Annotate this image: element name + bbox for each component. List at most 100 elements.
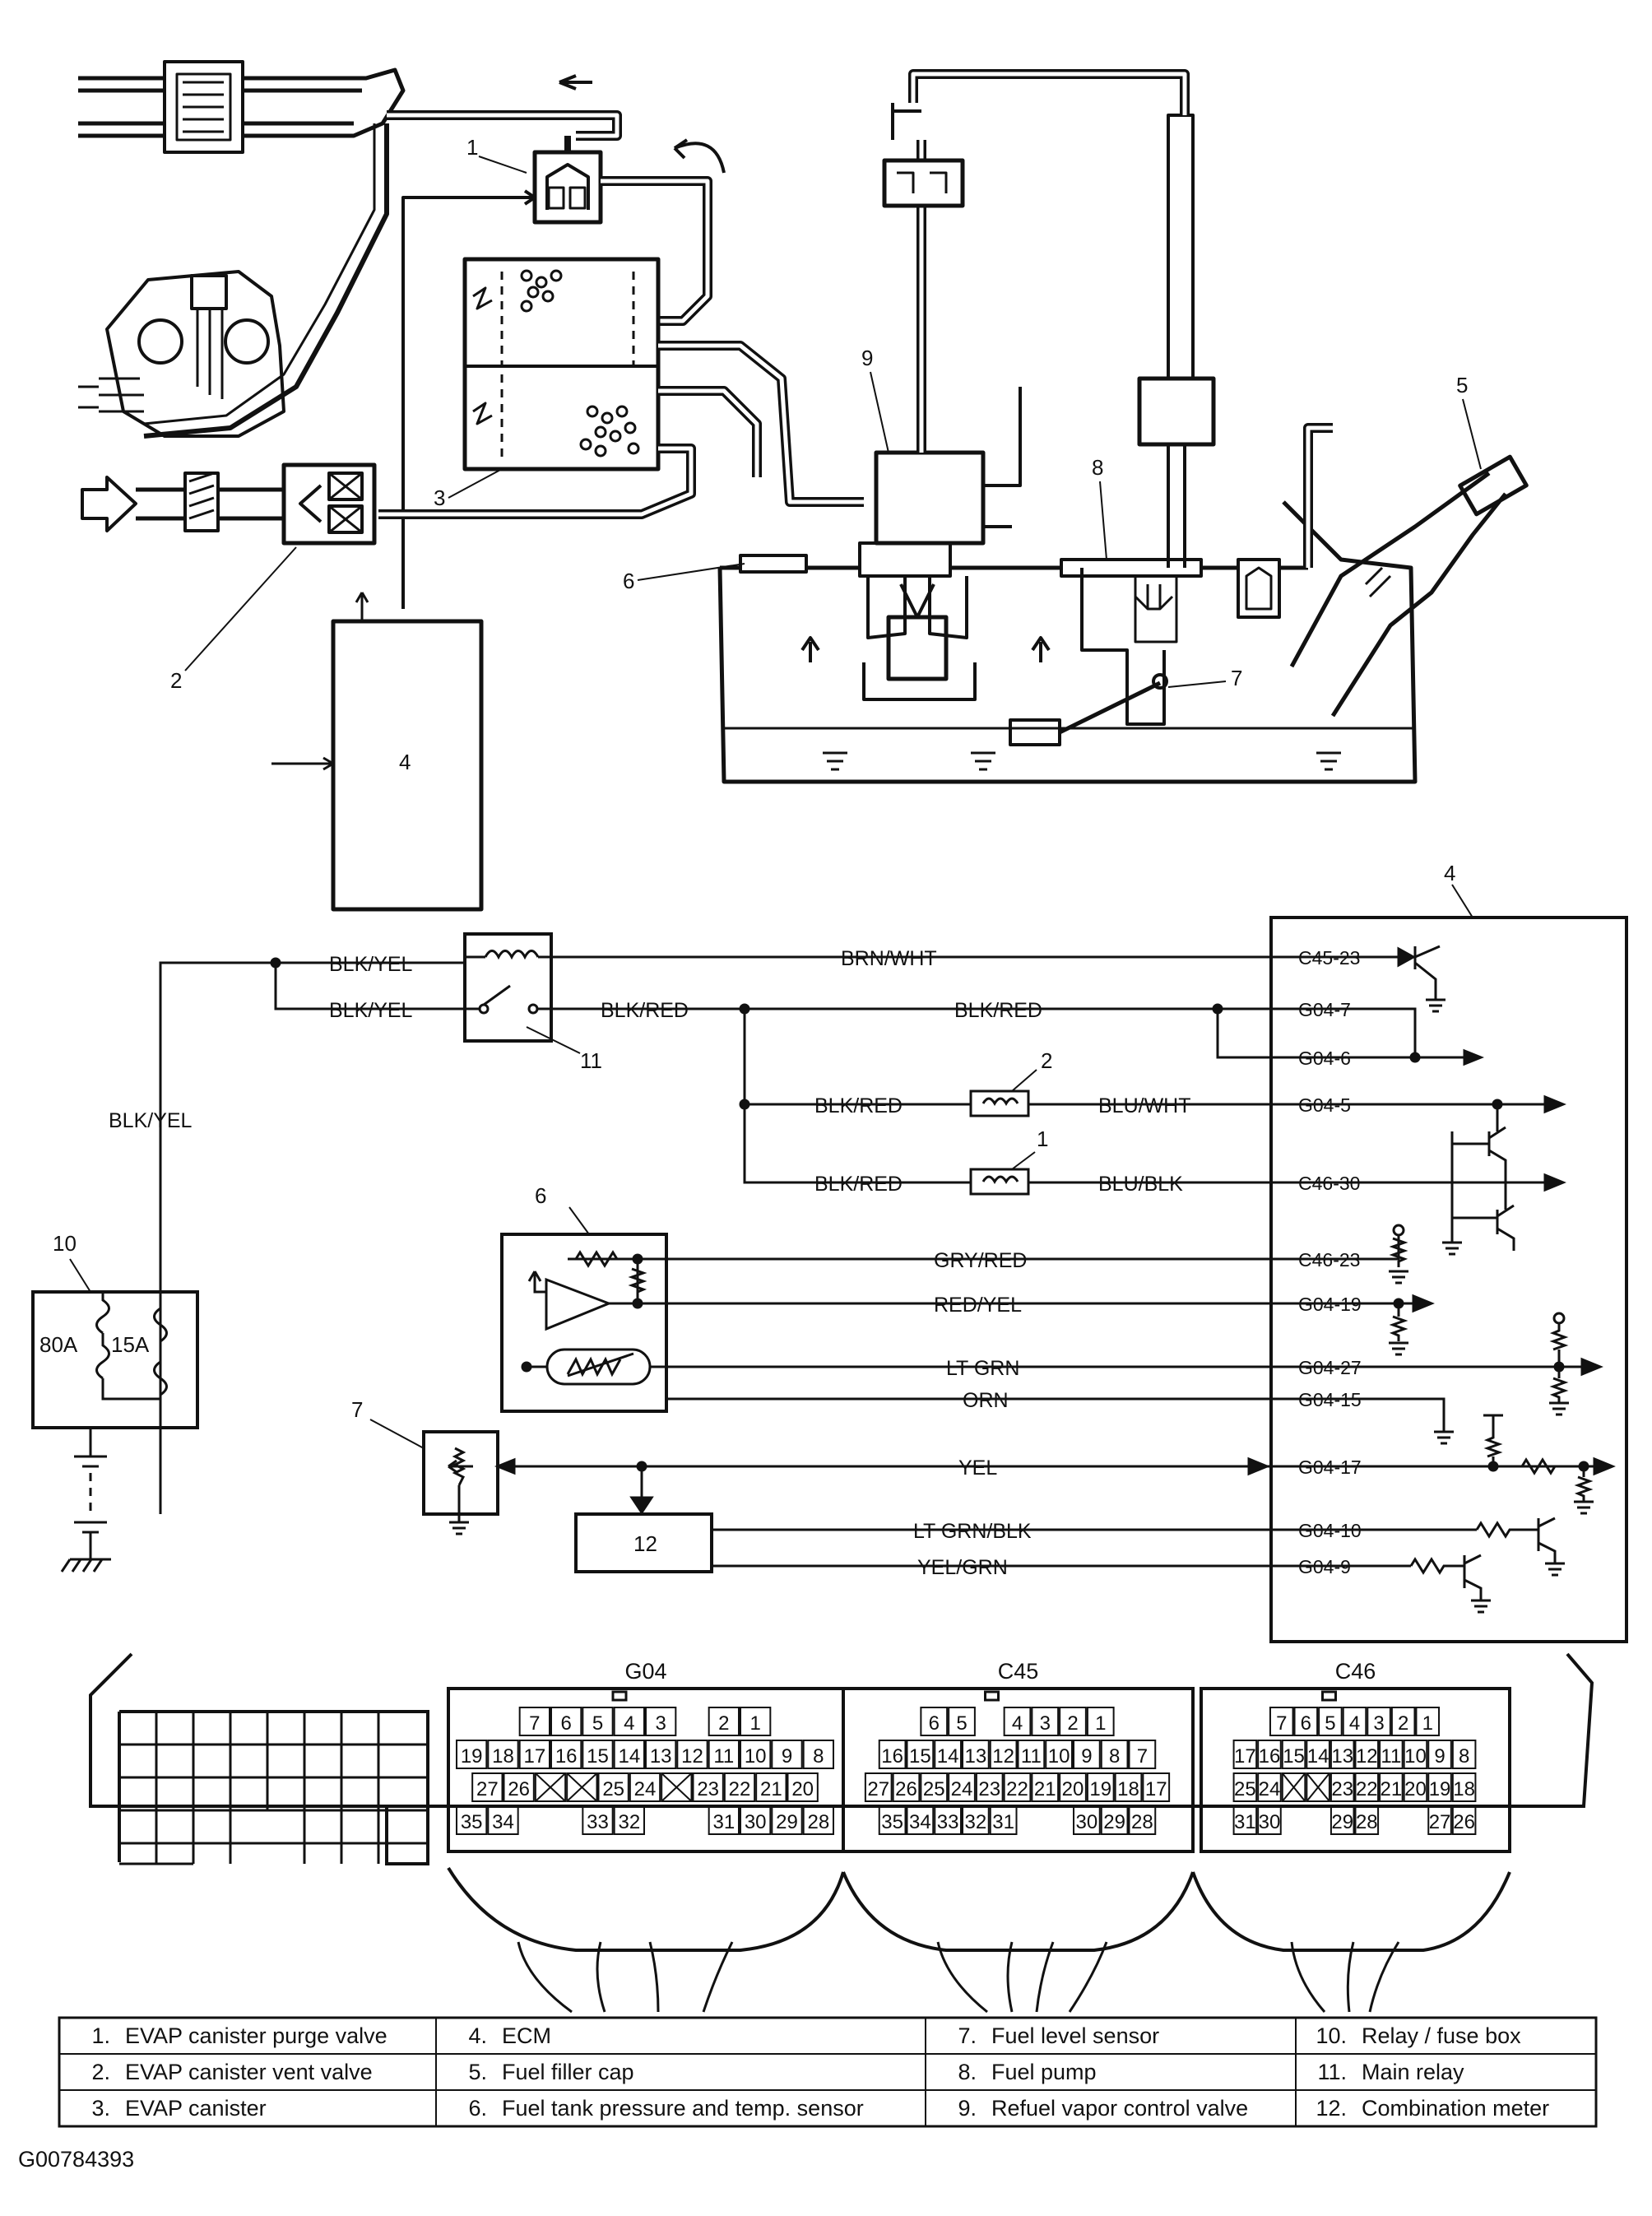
connector-pin: 15 [1281,1740,1306,1769]
svg-text:15: 15 [1283,1745,1305,1768]
connector-pin: 26 [892,1772,921,1802]
connector-pin: 20 [787,1772,819,1802]
legend-item: 1.EVAP canister purge valve [91,2023,387,2048]
connector-pin: 12 [989,1740,1018,1769]
connector-pin: 5 [582,1707,614,1736]
connector-pin: 12 [1354,1740,1380,1769]
legend-item: 7.Fuel level sensor [958,2023,1159,2048]
pin-g04-6: G04-6 [1298,1048,1351,1069]
legend-item: 8. Fuel pump [958,2060,1096,2084]
svg-text:19: 19 [1429,1778,1451,1800]
connector-pin: 3 [645,1707,677,1736]
connector-pin: 16 [550,1740,582,1769]
connector-pin: 14 [1306,1740,1330,1769]
vent-valve-symbol [969,1168,1030,1196]
connector-pin: 9 [1073,1740,1101,1769]
connector-pin: 30 [1257,1805,1282,1835]
connector-pin: 21 [1379,1772,1404,1802]
svg-text:7.: 7. [958,2023,977,2048]
legend-item: 9.Refuel vapor control valve [958,2096,1248,2121]
connector-pin: 19 [1427,1772,1452,1802]
svg-text:28: 28 [1356,1811,1378,1833]
purge-valve-symbol [969,1089,1030,1117]
connector-pin: 23 [692,1772,724,1802]
svg-text:EVAP canister: EVAP canister [125,2096,267,2121]
connector-pin: 3 [1367,1707,1391,1736]
wire-label-blu-wht: BLU/WHT [1098,1094,1191,1117]
connector-pin: 11 [1379,1740,1404,1769]
svg-text:21: 21 [1034,1778,1056,1800]
svg-text:12: 12 [1356,1745,1378,1768]
connector-pin: 35 [878,1805,907,1835]
wire-label-yel: YEL [958,1456,997,1480]
connector-pin: 10 [740,1740,772,1769]
svg-text:1.: 1. [91,2023,110,2048]
callout-ecm: 4 [1444,861,1455,885]
connector-pin: 27 [1427,1805,1452,1835]
svg-text:24: 24 [634,1778,657,1800]
wire-label-blk-red-2: BLK/RED [954,999,1042,1022]
wire-label-yel-grn: YEL/GRN [917,1556,1008,1579]
connector-pin: 13 [1329,1740,1355,1769]
pin-g04-27: G04-27 [1298,1357,1362,1378]
pin-g04-19: G04-19 [1298,1294,1362,1315]
connector-pin: 31 [989,1805,1018,1835]
wire-label-blk-yel-left: BLK/YEL [109,1109,193,1132]
svg-text:6: 6 [929,1712,940,1735]
connector-pin: 20 [1059,1772,1087,1802]
connector-pin: 16 [1257,1740,1282,1769]
svg-text:25: 25 [1234,1778,1256,1800]
connector-pin: 2 [1390,1707,1416,1736]
svg-text:Fuel pump: Fuel pump [991,2060,1097,2084]
connector-pin: 4 [613,1707,646,1736]
legend-item: 6.Fuel tank pressure and temp. sensor [468,2096,863,2121]
svg-text:8: 8 [1459,1745,1469,1768]
evap-canister [462,257,661,472]
connector-label: C45 [998,1659,1039,1684]
wire-label-blk-yel-top: BLK/YEL [329,953,413,976]
connector-pin: 24 [948,1772,976,1802]
connector-pin: 10 [1045,1740,1073,1769]
wire-label-blk-red-4: BLK/RED [814,1173,903,1196]
svg-text:18: 18 [1117,1778,1139,1800]
svg-text:23: 23 [1331,1778,1353,1800]
svg-text:29: 29 [1103,1811,1125,1833]
svg-text:6.: 6. [468,2096,487,2121]
connector-pin: 5 [948,1707,976,1736]
svg-text:26: 26 [1453,1811,1475,1833]
figure-id: G00784393 [18,2147,134,2172]
wire-label-brn-wht: BRN/WHT [841,947,937,970]
connector-pin: 16 [878,1740,907,1769]
tank-sensor-box [500,1233,668,1413]
svg-text:5: 5 [1325,1712,1335,1735]
svg-text:6: 6 [560,1712,571,1735]
svg-text:34: 34 [492,1811,514,1833]
svg-text:10: 10 [1048,1745,1070,1768]
relay-fuse-box [31,1290,199,1429]
svg-text:30: 30 [1076,1811,1098,1833]
svg-text:29: 29 [776,1811,798,1833]
callout-3: 3 [434,485,445,510]
svg-text:8.: 8. [958,2060,977,2084]
svg-text:19: 19 [1089,1778,1111,1800]
connector-pin: 14 [934,1740,962,1769]
connector-pin: 17 [1142,1772,1171,1802]
connector-pin: 17 [518,1740,551,1769]
vent-valve [81,462,377,546]
connector-pin: 26 [503,1772,535,1802]
svg-text:24: 24 [951,1778,973,1800]
connector-pin: 6 [550,1707,582,1736]
svg-text:21: 21 [1381,1778,1403,1800]
svg-text:22: 22 [1356,1778,1378,1800]
connector-pin: 18 [487,1740,519,1769]
connector-pin: 7 [1128,1740,1157,1769]
connector-pin: 8 [1100,1740,1129,1769]
svg-text:23: 23 [978,1778,1000,1800]
svg-text:26: 26 [895,1778,917,1800]
connector-pin: 25 [597,1772,629,1802]
callout-8: 8 [1092,455,1103,480]
svg-text:9: 9 [1081,1745,1092,1768]
svg-text:15: 15 [909,1745,931,1768]
wire-label-lt-grn: LT GRN [946,1357,1019,1380]
